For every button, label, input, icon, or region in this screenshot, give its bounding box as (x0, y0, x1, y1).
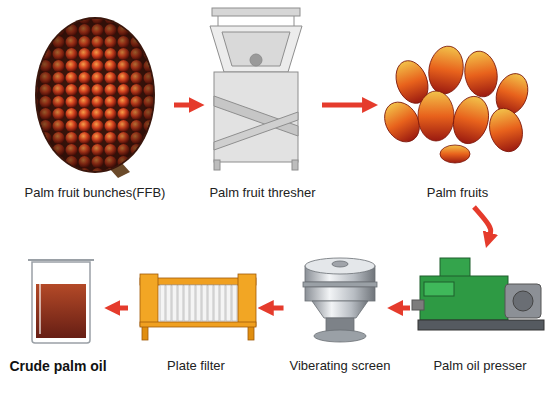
process-step: Palm fruits (380, 40, 535, 205)
process-step: Palm oil presser (412, 250, 548, 378)
process-step: Crude palm oil (5, 250, 110, 378)
step-caption: Plate filter (167, 358, 225, 374)
step-caption: Palm fruit bunches(FFB) (25, 185, 166, 201)
process-step: Palm fruit bunches(FFB) (18, 5, 172, 205)
step-caption: Viberating screen (290, 358, 391, 374)
palm-fruits-picture (378, 43, 534, 163)
flow-arrow (119, 306, 128, 311)
step-caption: Palm fruit thresher (209, 185, 315, 201)
process-step: Palm fruit thresher (205, 5, 320, 205)
flow-arrow (474, 207, 491, 234)
oil-presser-picture (412, 258, 544, 330)
thresher-picture (210, 8, 302, 170)
oil-beaker-picture (28, 260, 94, 343)
flow-arrow (273, 306, 284, 311)
step-caption: Crude palm oil (9, 358, 106, 374)
flow-arrow (322, 103, 363, 108)
vibrating-screen-picture (303, 258, 377, 342)
flow-arrow (174, 103, 190, 108)
flow-arrow (402, 306, 410, 311)
process-step: Plate filter (130, 262, 262, 378)
step-caption: Palm fruits (427, 185, 488, 201)
step-caption: Palm oil presser (433, 358, 526, 374)
process-step: Viberating screen (286, 250, 395, 378)
plate-filter-picture (140, 274, 256, 340)
fruit-bunch-picture (35, 17, 155, 178)
